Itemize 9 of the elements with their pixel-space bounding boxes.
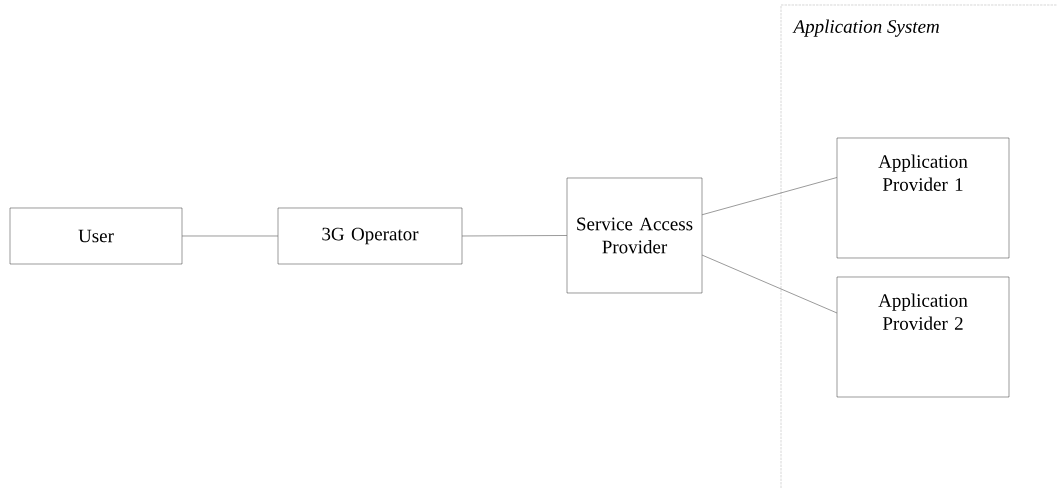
process-box: Service Access Provider xyxy=(566,177,703,294)
process-box: 3G Operator xyxy=(277,207,463,265)
connector-line xyxy=(182,235,278,237)
provider-box: Application Provider 1 xyxy=(836,137,1010,259)
connector-line xyxy=(462,235,567,237)
provider-box: Application Provider 2 xyxy=(836,276,1010,398)
connector-line xyxy=(702,254,837,314)
process-box: User xyxy=(9,207,183,265)
connector-line xyxy=(702,177,837,215)
